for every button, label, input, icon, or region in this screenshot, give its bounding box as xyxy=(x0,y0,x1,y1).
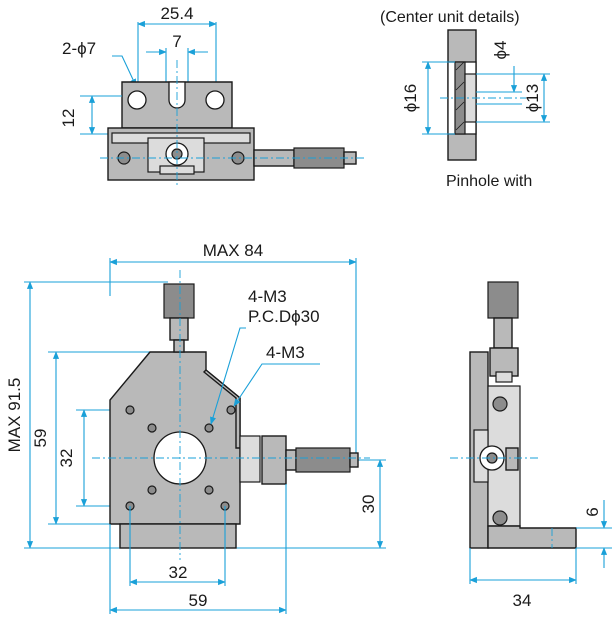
micrometer-ratchet-h xyxy=(349,452,359,468)
stage-bevel xyxy=(202,369,241,449)
tapped-hole xyxy=(125,405,135,415)
dim-max84-label: MAX 84 xyxy=(203,241,263,260)
leader-4m3-pcd xyxy=(210,327,246,425)
pcd-hole xyxy=(147,423,157,433)
dim-max91-5-label: MAX 91.5 xyxy=(5,378,24,453)
hatch xyxy=(455,81,465,91)
label-4m3-pcd-line1: 4-M3 xyxy=(248,287,287,306)
micrometer-mount xyxy=(261,435,287,485)
micrometer-sleeve-h xyxy=(285,449,297,471)
front-view: MAX 84 MAX 91.5 59 32 30 xyxy=(5,241,386,614)
micrometer-sleeve-v xyxy=(169,317,189,341)
dim-32-left-label: 32 xyxy=(57,449,76,468)
dim-34-label: 34 xyxy=(513,591,532,610)
dim-6-label: 6 xyxy=(583,507,602,516)
pcd-hole xyxy=(204,423,214,433)
pcd-hole xyxy=(147,485,157,495)
dim-phi4-label: ϕ4 xyxy=(491,41,510,60)
side-screw xyxy=(492,510,508,526)
dim-7-label: 7 xyxy=(172,32,181,51)
dim-30-label: 30 xyxy=(359,495,378,514)
dim-12-label: 12 xyxy=(59,109,78,128)
mount-hole xyxy=(127,90,147,110)
tapped-hole xyxy=(226,405,236,415)
side-view: 34 6 xyxy=(450,281,612,610)
top-view: 25.4 7 2-ϕ7 12 xyxy=(59,4,366,186)
micrometer-thimble-h xyxy=(295,447,351,473)
hatch xyxy=(455,101,465,111)
side-base xyxy=(487,525,577,549)
hatch xyxy=(455,121,465,131)
micrometer-thimble-side xyxy=(487,281,519,319)
dim-phi13-label: ϕ13 xyxy=(523,84,542,112)
micrometer-thimble-v xyxy=(163,283,195,319)
side-block xyxy=(239,435,261,483)
dim-25-4-label: 25.4 xyxy=(160,4,193,23)
label-4m3-pcd-line2: P.C.Dϕ30 xyxy=(248,307,320,326)
detail-caption: Pinhole with xyxy=(446,173,532,190)
mount-hole xyxy=(205,90,225,110)
top-clamp xyxy=(495,371,513,383)
hatch xyxy=(455,61,465,71)
pcd-hole xyxy=(204,485,214,495)
leader-4m3 xyxy=(233,363,320,407)
side-screw xyxy=(492,396,508,412)
side-lock xyxy=(505,447,519,471)
dim-59-bottom-label: 59 xyxy=(189,591,208,610)
detail-view: (Center unit details) ϕ16 ϕ4 ϕ13 Pinhole… xyxy=(380,9,550,190)
label-4m3: 4-M3 xyxy=(266,343,305,362)
leader-2phi7 xyxy=(112,55,137,87)
stage-base xyxy=(119,523,237,549)
dim-32-bottom-label: 32 xyxy=(169,563,188,582)
micrometer-spindle-v xyxy=(173,339,185,353)
dim-phi16-label: ϕ16 xyxy=(401,84,420,112)
detail-title: (Center unit details) xyxy=(380,9,520,26)
micrometer-sleeve-side xyxy=(493,317,513,349)
dim-59-left-label: 59 xyxy=(31,429,50,448)
label-2phi7: 2-ϕ7 xyxy=(62,39,96,58)
